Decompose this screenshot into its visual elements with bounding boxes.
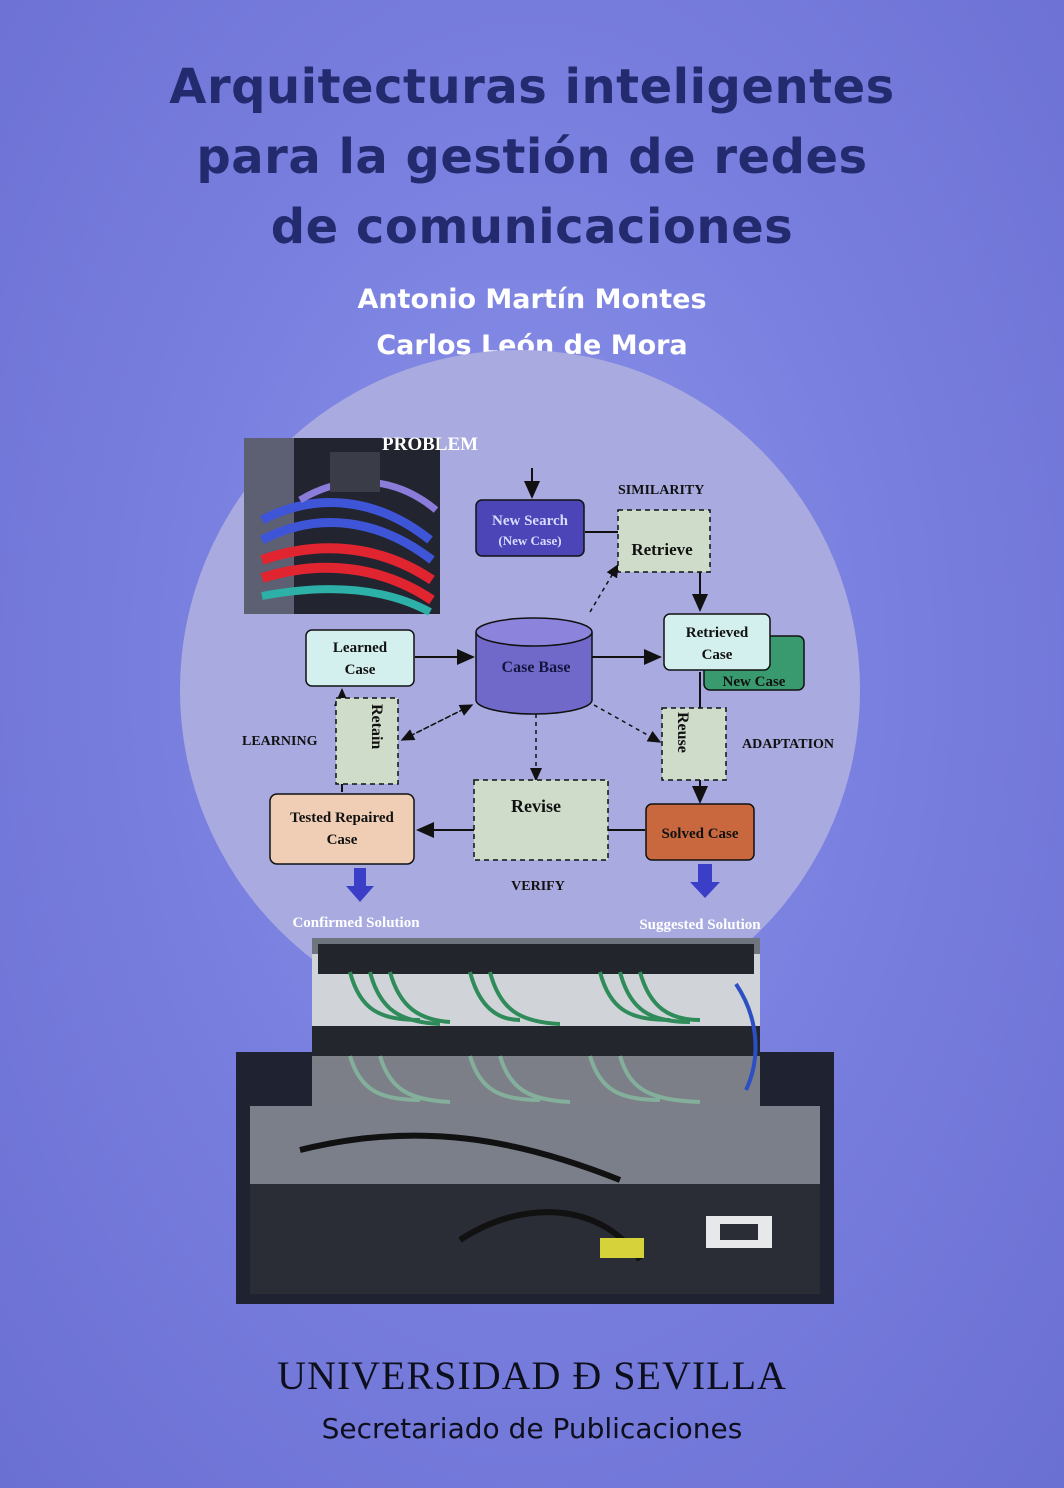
publisher-unit: Secretariado de Publicaciones [321,1412,743,1445]
retrieved-case-label-2: Case [702,647,733,663]
retrieved-case-box [663,613,771,671]
tested-repaired-box [269,793,415,865]
new-search-label: New Search [492,513,569,529]
retrieve-label: Retrieve [631,540,693,559]
author-1: Antonio Martín Montes [357,284,707,315]
title-line-3: de comunicaciones [270,199,794,255]
confirmed-arrow-icon [346,868,374,902]
server-rack-photo [236,938,834,1304]
retain-box [335,697,399,785]
new-case-paren-label: (New Case) [498,533,561,548]
book-title: Arquitecturas inteligentes para la gesti… [0,52,1064,262]
case-base-label: Case Base [502,659,571,676]
case-base-cylinder [475,617,593,715]
revise-box [473,779,609,861]
suggested-solution-label: Suggested Solution [639,917,761,933]
new-search-box [475,499,585,557]
reuse-box [661,707,727,781]
tested-repaired-label-2: Case [327,832,358,848]
solved-case-label: Solved Case [661,826,738,842]
suggested-arrow-icon [690,864,720,898]
network-cables-photo [244,438,440,616]
cover-illustration: PROBLEM SIMILARITY New Search (New Case)… [180,350,860,1304]
tested-repaired-label-1: Tested Repaired [290,810,394,826]
learned-case-label-1: Learned [333,640,388,656]
problem-label: PROBLEM [382,434,478,455]
confirmed-solution-label: Confirmed Solution [292,915,420,931]
learned-case-box [305,629,415,687]
title-line-1: Arquitecturas inteligentes [169,59,895,115]
retrieve-box [617,509,711,573]
similarity-label: SIMILARITY [618,483,704,498]
new-case-label: New Case [723,674,786,690]
learning-label: LEARNING [242,734,318,749]
revise-label: Revise [511,796,561,816]
retrieved-case-label-1: Retrieved [686,625,749,641]
solved-case-box [645,803,755,861]
learned-case-label-2: Case [345,662,376,678]
reuse-label: Reuse [674,712,691,753]
adaptation-label: ADAPTATION [742,737,834,752]
verify-label: VERIFY [511,879,565,894]
retain-label: Retain [368,704,385,749]
title-line-2: para la gestión de redes [196,129,868,185]
university-logo: UNIVERSIDAD Ð SEVILLA [277,1353,787,1398]
